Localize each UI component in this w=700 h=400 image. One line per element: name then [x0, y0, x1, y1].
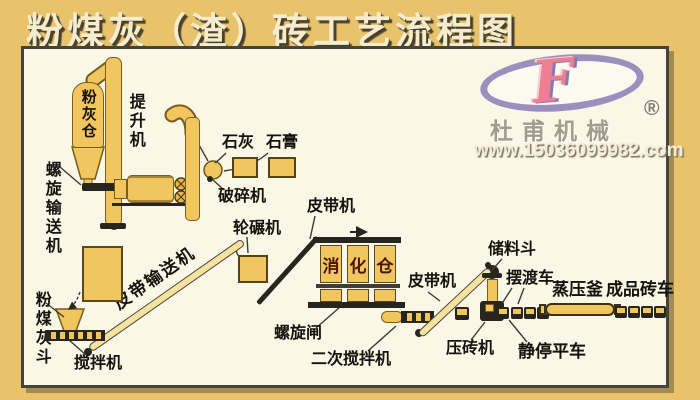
- feed-arrow: [67, 291, 81, 310]
- storage-hopper-top: [482, 273, 502, 278]
- cart: [641, 306, 653, 318]
- digestion-silo-cell-2: 化: [347, 245, 369, 283]
- autoclave-label: 蒸压釜: [552, 280, 603, 299]
- cart: [628, 306, 640, 318]
- right-belt-label: 皮带机: [408, 273, 457, 290]
- page-title: 粉煤灰（渣）砖工艺流程图: [26, 9, 518, 53]
- secondary-mixer-cap: [381, 311, 403, 323]
- cart: [615, 306, 627, 318]
- cart: [524, 307, 536, 319]
- cart: [654, 306, 666, 318]
- screw-conveyor-label: 螺旋输送机: [42, 161, 60, 256]
- cart: [455, 307, 469, 320]
- elevator-2-column: [185, 117, 200, 221]
- feed-funnel: [54, 308, 86, 332]
- screw-gate-label: 螺旋闸: [274, 325, 323, 342]
- digestion-silo-top-bar: [313, 237, 401, 243]
- cart: [497, 307, 509, 319]
- gypsum-bin: [268, 157, 296, 178]
- secondary-mixer-label: 二次搅拌机: [311, 351, 392, 368]
- lime-label: 石灰: [222, 134, 255, 151]
- company-name: 杜甫机械: [490, 118, 618, 144]
- lime-bin: [232, 157, 258, 178]
- digestion-silo-lower-3: [374, 289, 396, 302]
- elevator-label: 提升机: [126, 93, 144, 150]
- elevator-1-base: [100, 223, 126, 229]
- storage-hopper-body: [487, 279, 498, 302]
- digestion-silo-divider: [316, 284, 400, 288]
- finished-brick-cart-label: 成品砖车: [606, 280, 674, 299]
- digestion-silo-bottom-bar: [308, 302, 405, 308]
- digestion-silo-lower-2: [347, 289, 369, 302]
- brick-press-label: 压砖机: [446, 340, 495, 357]
- ferry-cart-label: 摆渡车: [506, 270, 555, 287]
- ash-silo-label: 粉灰仓: [79, 89, 97, 140]
- company-website: www.15036099982.com: [474, 140, 684, 161]
- mill-end-cap-left: [114, 179, 127, 199]
- digestion-silo-lower-1: [320, 289, 342, 302]
- digestion-silo-cell-1: 消: [320, 245, 342, 283]
- registered-trademark-icon: ®: [644, 97, 660, 120]
- wheel-mill-box: [238, 255, 268, 283]
- wheel-mill-label: 轮碾机: [233, 220, 282, 237]
- ball-mill-base: [112, 203, 192, 206]
- ball-mill-body: [127, 175, 174, 203]
- digestion-char-1: 消: [322, 256, 340, 276]
- digestion-silo-cell-3: 仓: [374, 245, 396, 283]
- ash-silo-body: [72, 82, 104, 148]
- digestion-char-3: 仓: [376, 256, 394, 276]
- mixer-body: [45, 330, 105, 341]
- mixer-label: 搅拌机: [74, 355, 123, 372]
- brick-press-window: [485, 304, 494, 312]
- crusher-device: [203, 160, 223, 180]
- fly-ash-hopper-label: 粉煤灰斗: [32, 291, 50, 367]
- logo-letter: F: [529, 45, 577, 117]
- storage-hopper-label: 储料斗: [488, 241, 537, 258]
- static-curing-cart-label: 静停平车: [518, 342, 586, 361]
- elevator-1-column: [105, 57, 122, 227]
- gypsum-label: 石膏: [266, 134, 299, 151]
- storage-bin: [82, 246, 123, 302]
- cart: [511, 307, 523, 319]
- screw-conveyor-device: [82, 183, 128, 191]
- upper-belt-label: 皮带机: [307, 198, 356, 215]
- crusher-label: 破碎机: [218, 188, 267, 205]
- autoclave-body: [545, 303, 615, 316]
- diagram-panel: 粉灰仓 提升机 螺旋输送机 石灰 石膏 破碎机 轮碾机 皮带输送机 皮带机 消: [21, 45, 684, 388]
- silo-cone: [71, 146, 105, 180]
- digestion-char-2: 化: [349, 256, 367, 276]
